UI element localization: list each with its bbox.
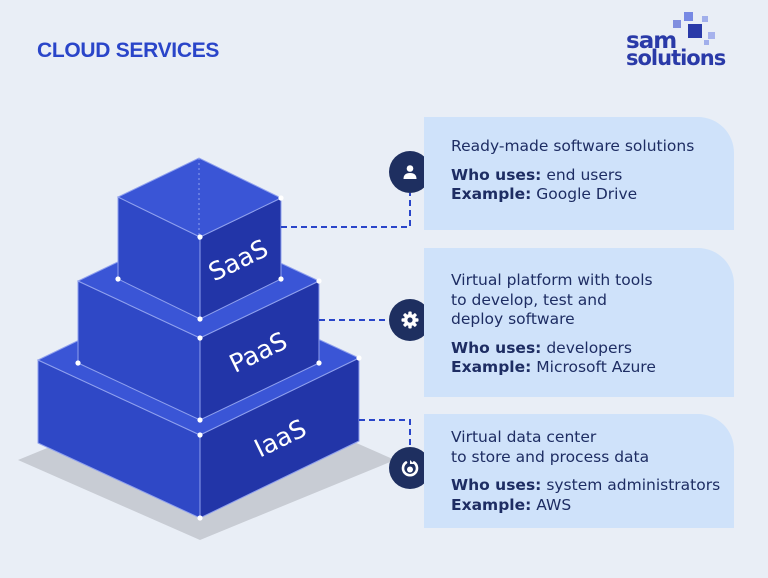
who-uses-value: developers bbox=[546, 338, 633, 357]
example-value: Google Drive bbox=[536, 185, 638, 203]
logo-line1: sam bbox=[626, 28, 677, 54]
logo-line2: solutions bbox=[626, 46, 726, 70]
saas-who-uses: Who uses: end users bbox=[451, 166, 734, 186]
who-uses-label: Who uses: bbox=[451, 476, 542, 494]
paas-example: Example: Microsoft Azure bbox=[451, 358, 734, 378]
sam-solutions-logo: sam solutions bbox=[616, 10, 746, 70]
iaas-who-uses: Who uses: system administrators bbox=[451, 476, 734, 496]
who-uses-label: Who uses: bbox=[451, 165, 542, 184]
connector-iaas bbox=[359, 419, 411, 447]
example-label: Example: bbox=[451, 358, 532, 376]
paas-description: Virtual platform with tools to develop, … bbox=[451, 271, 734, 330]
who-uses-value: end users bbox=[546, 165, 623, 184]
description-line: Virtual platform with tools bbox=[451, 271, 653, 289]
iaas-info-card: Virtual data center to store and process… bbox=[424, 414, 734, 528]
saas-description: Ready-made software solutions bbox=[451, 137, 734, 157]
vertex-dots bbox=[75, 195, 362, 521]
who-uses-value: system administrators bbox=[546, 476, 721, 494]
example-label: Example: bbox=[451, 495, 532, 514]
description-line: Ready-made software solutions bbox=[451, 137, 695, 155]
description-line: to develop, test and bbox=[451, 290, 607, 309]
paas-info-card: Virtual platform with tools to develop, … bbox=[424, 248, 734, 397]
saas-box bbox=[116, 157, 283, 320]
example-value: AWS bbox=[536, 495, 572, 514]
example-value: Microsoft Azure bbox=[536, 358, 656, 376]
saas-info-card: Ready-made software solutions Who uses: … bbox=[424, 117, 734, 230]
paas-who-uses: Who uses: developers bbox=[451, 339, 734, 359]
saas-example: Example: Google Drive bbox=[451, 185, 734, 205]
description-line: deploy software bbox=[451, 310, 575, 328]
description-line: to store and process data bbox=[451, 447, 650, 466]
who-uses-label: Who uses: bbox=[451, 338, 542, 357]
connector-lines bbox=[281, 193, 411, 447]
logo-squares-icon bbox=[673, 12, 715, 45]
iaas-example: Example: AWS bbox=[451, 496, 734, 516]
example-label: Example: bbox=[451, 185, 532, 203]
page-title: CLOUD SERVICES bbox=[37, 39, 220, 62]
iaas-description: Virtual data center to store and process… bbox=[451, 428, 734, 467]
connector-saas bbox=[281, 193, 411, 228]
description-line: Virtual data center bbox=[451, 428, 597, 446]
